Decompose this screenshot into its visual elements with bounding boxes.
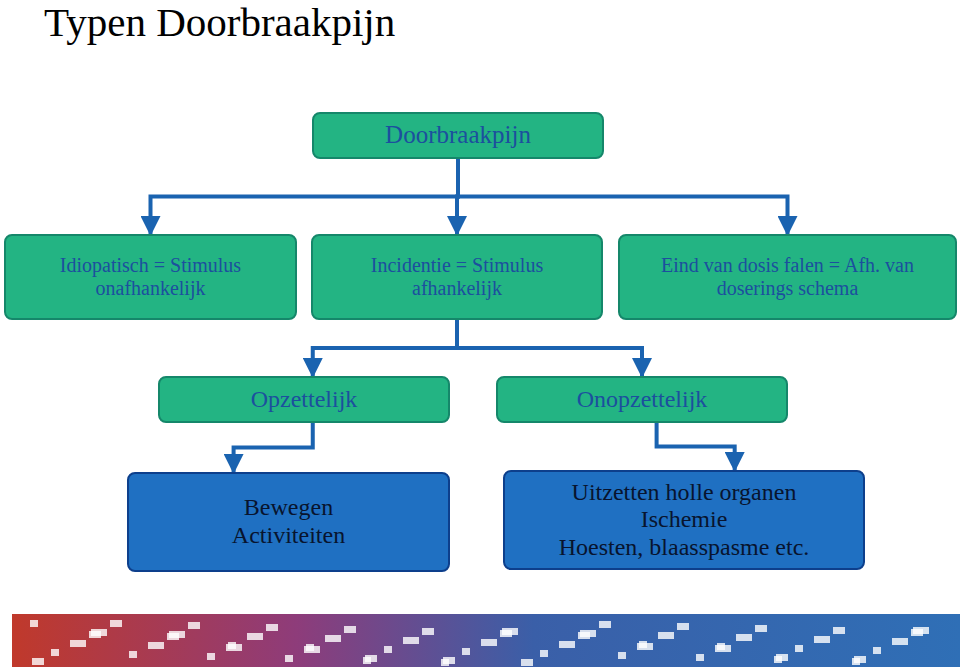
node-text: Activiteiten <box>232 522 345 550</box>
band-square <box>403 637 419 644</box>
node-text: Onopzettelijk <box>577 386 708 414</box>
band-square <box>325 635 341 642</box>
node-text: Uitzetten holle organen <box>572 479 797 507</box>
band-square <box>599 621 611 628</box>
elbow-connector <box>151 159 459 234</box>
node-text: Bewegen <box>244 494 333 522</box>
band-square <box>639 641 647 648</box>
node-text: Incidentie = Stimulus afhankelijk <box>352 254 562 300</box>
footer-band <box>0 612 960 669</box>
node-text: Idiopatisch = Stimulus onafhankelijk <box>31 254 271 300</box>
band-square <box>91 629 107 636</box>
node-text: Hoesten, blaasspasme etc. <box>559 534 810 562</box>
band-square <box>696 654 704 661</box>
band-square <box>247 633 263 640</box>
subtype-box: Onopzettelijk <box>496 376 788 423</box>
slide-title: Typen Doorbraakpijn <box>44 0 395 46</box>
elbow-connector <box>313 320 457 376</box>
band-square <box>188 622 200 629</box>
band-square <box>580 630 596 637</box>
band-square <box>873 647 881 654</box>
example-box: BewegenActiviteiten <box>127 472 450 572</box>
band-square <box>70 640 86 647</box>
band-square <box>913 627 929 634</box>
band-square <box>833 627 845 634</box>
band-square <box>717 643 725 650</box>
band-square <box>344 626 356 633</box>
band-square <box>365 655 377 662</box>
band-square <box>384 646 392 653</box>
band-square <box>892 638 908 645</box>
subtype-box: Opzettelijk <box>158 376 450 423</box>
band-square <box>32 658 44 665</box>
band-square <box>207 653 215 660</box>
band-square <box>285 655 293 662</box>
example-box: Uitzetten holle organenIschemieHoesten, … <box>503 470 865 570</box>
band-square <box>30 620 38 627</box>
band-square <box>110 620 122 627</box>
band-square <box>169 631 185 638</box>
band-square <box>266 624 278 631</box>
band-square <box>854 656 866 663</box>
band-square <box>814 636 830 643</box>
band-square <box>540 650 548 657</box>
band-square <box>521 659 533 666</box>
elbow-connector <box>234 423 313 472</box>
band-square <box>658 632 674 639</box>
band-square <box>481 639 497 646</box>
band-square <box>228 642 236 649</box>
root-box: Doorbraakpijn <box>312 112 604 159</box>
band-square <box>677 623 689 630</box>
node-text: Opzettelijk <box>251 386 358 414</box>
band-square <box>462 648 470 655</box>
node-text: Ischemie <box>641 506 728 534</box>
band-square <box>795 645 803 652</box>
band-square <box>306 644 314 651</box>
band-square <box>755 625 767 632</box>
category-box: Incidentie = Stimulus afhankelijk <box>311 234 603 320</box>
category-box: Eind van dosis falen = Afh. van dosering… <box>618 234 957 320</box>
band-square <box>148 642 164 649</box>
band-square <box>736 634 752 641</box>
band-square <box>422 628 434 635</box>
node-text: Eind van dosis falen = Afh. van dosering… <box>643 254 933 300</box>
band-square <box>559 641 575 648</box>
band-square <box>443 657 455 664</box>
band-square <box>618 652 626 659</box>
elbow-connector <box>657 423 735 470</box>
band-square <box>51 649 59 656</box>
band-square <box>776 654 788 661</box>
category-box: Idiopatisch = Stimulus onafhankelijk <box>4 234 297 320</box>
band-square <box>502 628 518 635</box>
node-text: Doorbraakpijn <box>385 121 531 150</box>
elbow-connector <box>458 159 788 234</box>
elbow-connector <box>457 320 642 376</box>
band-square <box>129 651 137 658</box>
